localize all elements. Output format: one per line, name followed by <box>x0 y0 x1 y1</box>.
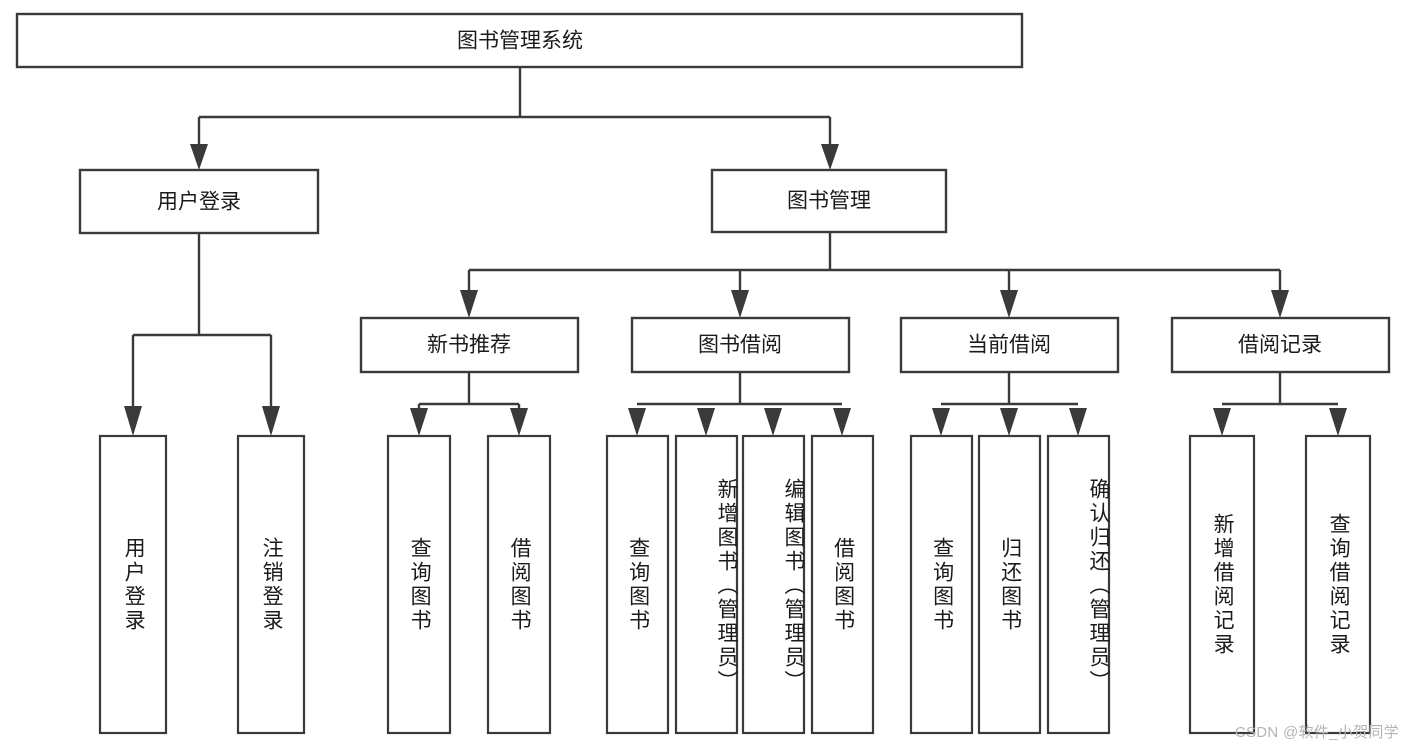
node-leaf-edit-book[interactable] <box>741 434 806 735</box>
arrow-head-book-borrow <box>731 290 749 318</box>
node-leaf-query-book-3[interactable] <box>909 434 974 735</box>
node-book-manage-label: 图书管理 <box>787 190 871 213</box>
node-leaf-borrow-book-2[interactable] <box>810 434 875 735</box>
node-user-login[interactable] <box>78 168 320 235</box>
node-leaf-confirm-return[interactable] <box>1046 434 1111 735</box>
arrow-head-leaf-return-book <box>1000 408 1018 436</box>
arrow-head-leaf-user-login <box>124 406 142 436</box>
arrow-head-leaf-borrow-book-2 <box>833 408 851 436</box>
arrow-head-book-manage <box>821 144 839 170</box>
arrow-head-leaf-borrow-book-1 <box>510 408 528 436</box>
connectors-current-borrow-to-leaves <box>932 372 1087 436</box>
arrow-head-leaf-edit-book <box>764 408 782 436</box>
node-new-book-recommend-label: 新书推荐 <box>427 334 511 357</box>
node-root[interactable] <box>15 12 1024 69</box>
node-borrow-record[interactable] <box>1170 316 1391 374</box>
node-borrow-record-label: 借阅记录 <box>1238 334 1322 357</box>
node-leaf-user-login[interactable] <box>98 434 168 735</box>
node-leaf-query-book-2[interactable] <box>605 434 670 735</box>
arrow-head-leaf-query-record <box>1329 408 1347 436</box>
arrow-head-leaf-query-book-2 <box>628 408 646 436</box>
node-book-borrow[interactable] <box>630 316 851 374</box>
arrow-head-leaf-add-record <box>1213 408 1231 436</box>
arrow-head-user-login <box>190 144 208 170</box>
arrow-head-leaf-user-logout <box>262 406 280 436</box>
arrow-head-new-book <box>460 290 478 318</box>
arrow-head-leaf-query-book-3 <box>932 408 950 436</box>
connectors-borrow-record-to-leaves <box>1213 372 1347 436</box>
node-book-borrow-label: 图书借阅 <box>698 334 782 357</box>
node-leaf-borrow-book-1[interactable] <box>486 434 552 735</box>
connectors-book-manage-to-level3 <box>460 232 1289 318</box>
node-user-login-label: 用户登录 <box>157 191 241 214</box>
arrow-head-borrow-record <box>1271 290 1289 318</box>
node-current-borrow-label: 当前借阅 <box>967 334 1051 357</box>
node-leaf-return-book[interactable] <box>977 434 1042 735</box>
connectors-new-book-to-leaves <box>410 372 528 436</box>
arrow-head-leaf-confirm-return <box>1069 408 1087 436</box>
connectors-book-borrow-to-leaves <box>628 372 851 436</box>
connectors-root-to-level2 <box>190 67 839 170</box>
arrow-head-leaf-query-book-1 <box>410 408 428 436</box>
node-current-borrow[interactable] <box>899 316 1120 374</box>
node-root-label: 图书管理系统 <box>457 30 583 53</box>
arrow-head-current-borrow <box>1000 290 1018 318</box>
node-leaf-query-record[interactable] <box>1304 434 1372 735</box>
node-leaf-add-record[interactable] <box>1188 434 1256 735</box>
connectors-user-login-to-leaves <box>124 233 280 436</box>
node-leaf-user-logout[interactable] <box>236 434 306 735</box>
arrow-head-leaf-add-book <box>697 408 715 436</box>
node-book-manage[interactable] <box>710 168 948 234</box>
node-leaf-query-book-1[interactable] <box>386 434 452 735</box>
node-new-book-recommend[interactable] <box>359 316 580 374</box>
node-leaf-add-book[interactable] <box>674 434 739 735</box>
